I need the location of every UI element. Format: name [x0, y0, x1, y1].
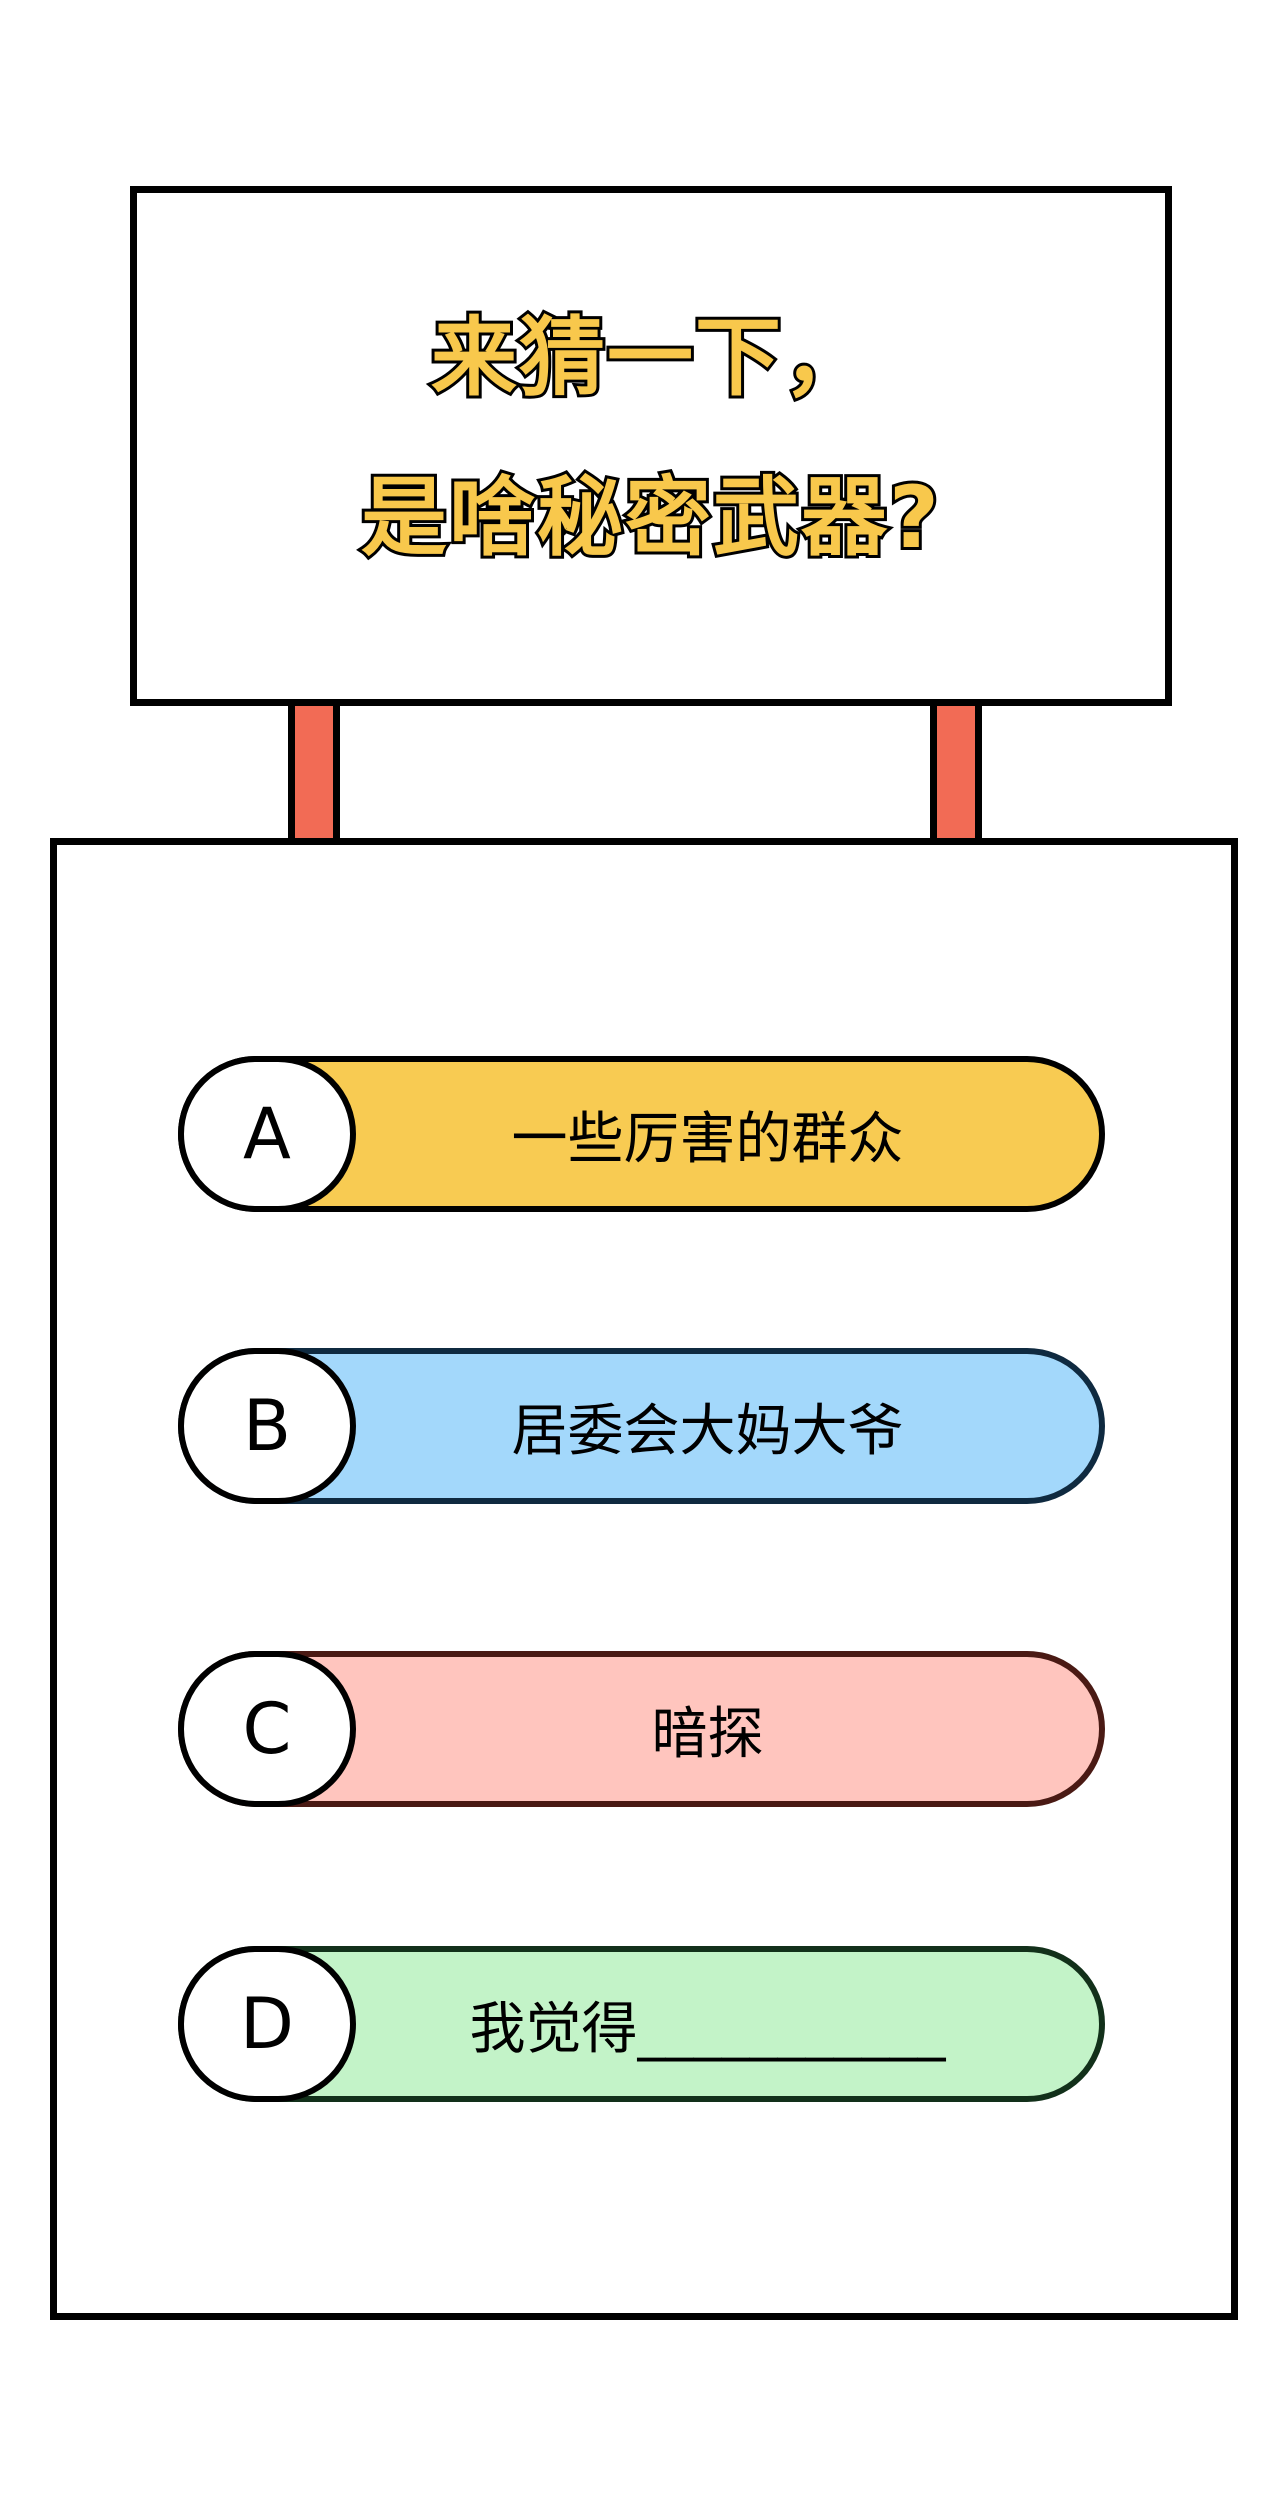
sign-post-left: [288, 706, 340, 842]
sign-post-right: [930, 706, 982, 842]
option-c-button[interactable]: C 暗探: [178, 1651, 1105, 1807]
title-line-2: 是啥秘密武器?: [358, 468, 942, 568]
option-a-button[interactable]: A 一些厉害的群众: [178, 1056, 1105, 1212]
question-sign: 来猜一下， 是啥秘密武器?: [130, 186, 1172, 706]
option-a-letter: A: [178, 1056, 356, 1212]
option-c-letter: C: [178, 1651, 356, 1807]
option-d-button[interactable]: D 我觉得___________: [178, 1946, 1105, 2102]
option-c-text: 暗探: [651, 1701, 764, 1767]
option-b-button[interactable]: B 居委会大妈大爷: [178, 1348, 1105, 1504]
option-b-text: 居委会大妈大爷: [511, 1398, 904, 1464]
option-a-text: 一些厉害的群众: [511, 1106, 904, 1172]
option-b-letter: B: [178, 1348, 356, 1504]
title-line-1: 来猜一下，: [428, 308, 872, 408]
option-d-text: 我觉得___________: [469, 1996, 946, 2062]
option-d-letter: D: [178, 1946, 356, 2102]
